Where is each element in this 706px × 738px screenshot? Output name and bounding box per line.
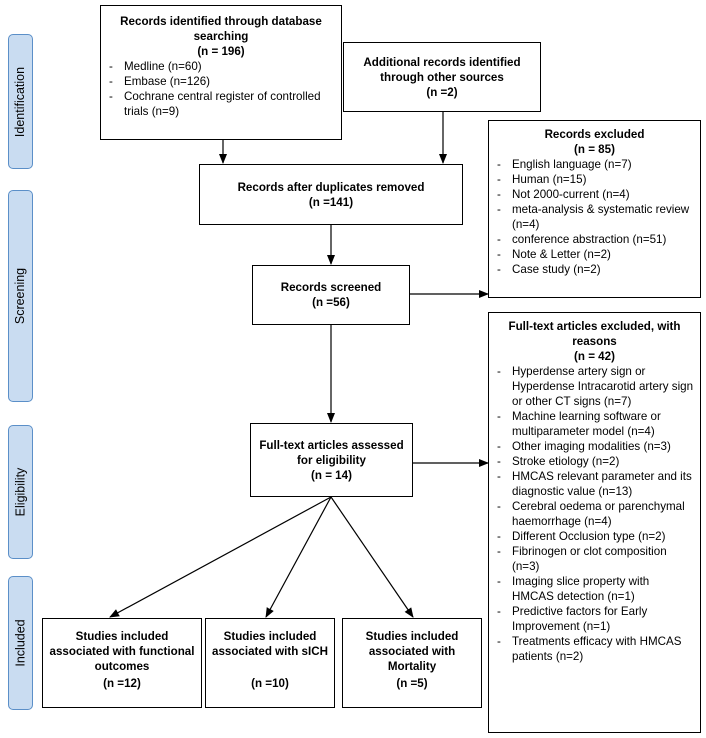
stage-screening: Screening [8,190,33,402]
stage-included: Included [8,576,33,710]
fulltext-excluded-box: Full-text articles excluded, with reason… [488,312,701,733]
records-excluded-item: Case study (n=2) [495,262,694,277]
records-excluded-item: meta-analysis & systematic review (n=4) [495,202,694,232]
included-mortality-title: Studies included associated with Mortali… [365,630,459,673]
fulltext-assessed-title: Full-text articles assessed for eligibil… [259,438,404,467]
after-duplicates-title: Records after duplicates removed [237,180,425,194]
records-screened-title: Records screened [280,281,382,294]
stage-eligibility-label: Eligibility [13,467,28,517]
arrow-fulltext-to-sich [265,496,332,618]
fulltext-excluded-item: Different Occlusion type (n=2) [495,529,694,544]
database-search-item: Embase (n=126) [107,74,335,89]
fulltext-assessed-box: Full-text articles assessed for eligibil… [250,423,413,497]
included-mortality-count: (n =5) [396,677,428,690]
fulltext-excluded-title: Full-text articles excluded, with reason… [508,320,681,348]
records-excluded-list: English language (n=7) Human (n=15) Not … [495,157,694,277]
included-functional-count: (n =12) [103,677,141,690]
included-sich-box: Studies included associated with sICH (n… [205,618,335,708]
database-search-list: Medline (n=60) Embase (n=126) Cochrane c… [107,59,335,119]
database-search-box: Records identified through database sear… [100,5,342,140]
database-search-item: Cochrane central register of controlled … [107,89,335,119]
records-excluded-count: (n = 85) [574,143,615,156]
other-sources-box: Additional records identified through ot… [343,42,541,112]
fulltext-excluded-item: Imaging slice property with HMCAS detect… [495,574,694,604]
after-duplicates-box: Records after duplicates removed (n =141… [199,164,463,225]
database-search-item: Medline (n=60) [107,59,335,74]
fulltext-excluded-item: Fibrinogen or clot composition (n=3) [495,544,694,574]
records-screened-count: (n =56) [312,296,350,309]
records-screened-box: Records screened (n =56) [252,265,410,325]
records-excluded-box: Records excluded (n = 85) English langua… [488,120,701,298]
records-excluded-item: Human (n=15) [495,172,694,187]
stage-identification-label: Identification [13,66,28,137]
other-sources-title: Additional records identified through ot… [363,55,521,84]
included-functional-title: Studies included associated with functio… [49,630,195,673]
stage-screening-label: Screening [13,267,28,325]
database-search-title: Records identified through database sear… [120,15,322,43]
included-mortality-box: Studies included associated with Mortali… [342,618,482,708]
fulltext-excluded-item: Predictive factors for Early Improvement… [495,604,694,634]
included-sich-title: Studies included associated with sICH [212,630,328,658]
fulltext-excluded-item: HMCAS relevant parameter and its diagnos… [495,469,694,499]
after-duplicates-count: (n =141) [308,195,354,209]
fulltext-excluded-list: Hyperdense artery sign or Hyperdense Int… [495,364,694,664]
stage-identification: Identification [8,34,33,169]
arrow-fulltext-to-functional [109,496,332,618]
fulltext-excluded-item: Machine learning software or multiparame… [495,409,694,439]
fulltext-excluded-item: Treatments efficacy with HMCAS patients … [495,634,694,664]
other-sources-count: (n =2) [426,85,458,99]
stage-included-label: Included [13,619,28,667]
records-excluded-item: English language (n=7) [495,157,694,172]
included-sich-count: (n =10) [251,677,289,690]
records-excluded-item: Not 2000-current (n=4) [495,187,694,202]
fulltext-excluded-item: Other imaging modalities (n=3) [495,439,694,454]
fulltext-excluded-item: Hyperdense artery sign or Hyperdense Int… [495,364,694,409]
included-functional-box: Studies included associated with functio… [42,618,202,708]
records-excluded-item: conference abstraction (n=51) [495,232,694,247]
database-search-count: (n = 196) [197,45,245,58]
fulltext-excluded-item: Stroke etiology (n=2) [495,454,694,469]
fulltext-excluded-count: (n = 42) [574,350,615,363]
records-excluded-item: Note & Letter (n=2) [495,247,694,262]
fulltext-excluded-item: Cerebral oedema or parenchymal haemorrha… [495,499,694,529]
arrow-fulltext-to-mortality [330,496,414,618]
fulltext-assessed-count: (n = 14) [311,468,352,482]
stage-eligibility: Eligibility [8,425,33,559]
records-excluded-title: Records excluded [544,128,645,141]
